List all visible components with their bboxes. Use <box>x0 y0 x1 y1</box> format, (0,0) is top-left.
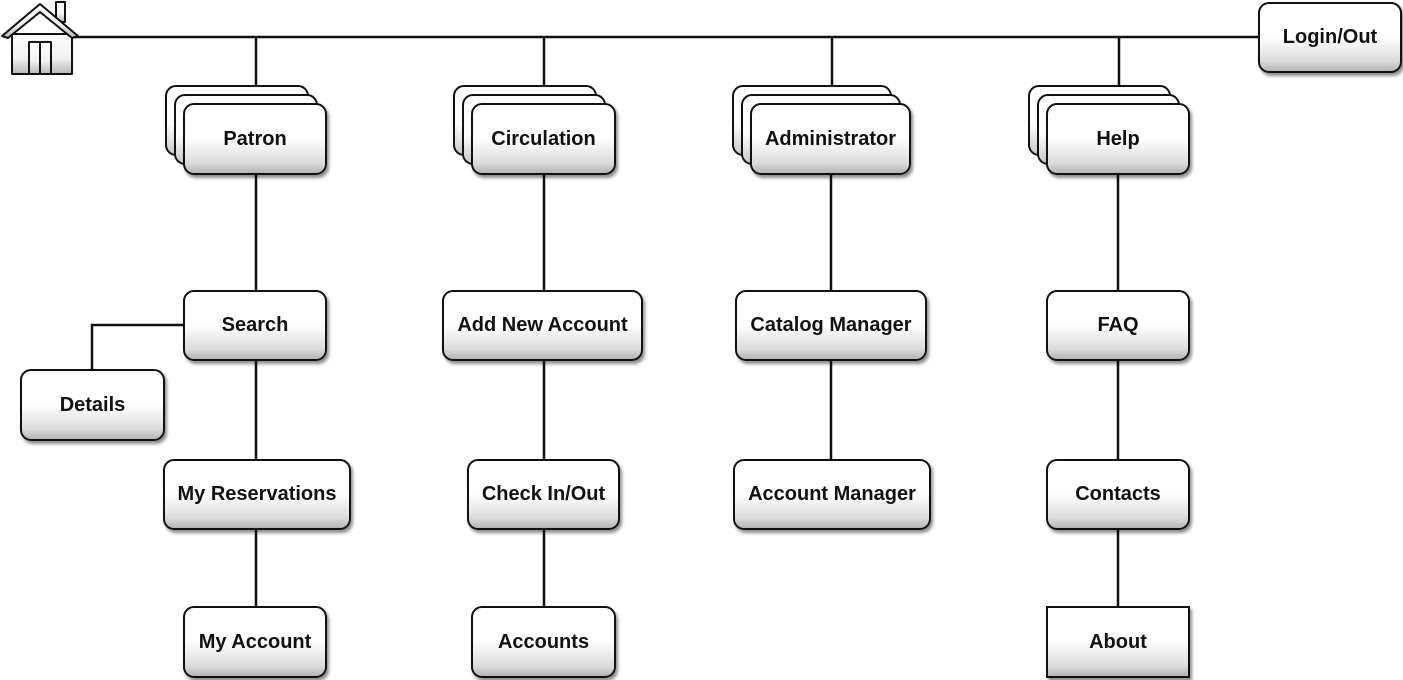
details-button[interactable]: Details <box>20 369 165 441</box>
search-button[interactable]: Search <box>183 290 327 361</box>
circulation-section-button[interactable]: Circulation <box>471 103 616 175</box>
account-manager-button[interactable]: Account Manager <box>733 459 931 530</box>
contacts-button[interactable]: Contacts <box>1046 459 1190 530</box>
login-out-button[interactable]: Login/Out <box>1258 2 1402 73</box>
my-account-button[interactable]: My Account <box>183 606 327 678</box>
administrator-section-button[interactable]: Administrator <box>750 103 911 175</box>
about-button[interactable]: About <box>1046 606 1190 678</box>
my-reservations-button[interactable]: My Reservations <box>163 459 351 530</box>
catalog-manager-button[interactable]: Catalog Manager <box>735 290 927 361</box>
house-icon[interactable] <box>0 0 80 80</box>
faq-button[interactable]: FAQ <box>1046 290 1190 361</box>
accounts-button[interactable]: Accounts <box>471 606 616 678</box>
patron-section-button[interactable]: Patron <box>183 103 327 175</box>
check-in-out-button[interactable]: Check In/Out <box>467 459 620 530</box>
add-new-account-button[interactable]: Add New Account <box>442 290 643 361</box>
help-section-button[interactable]: Help <box>1046 103 1190 175</box>
